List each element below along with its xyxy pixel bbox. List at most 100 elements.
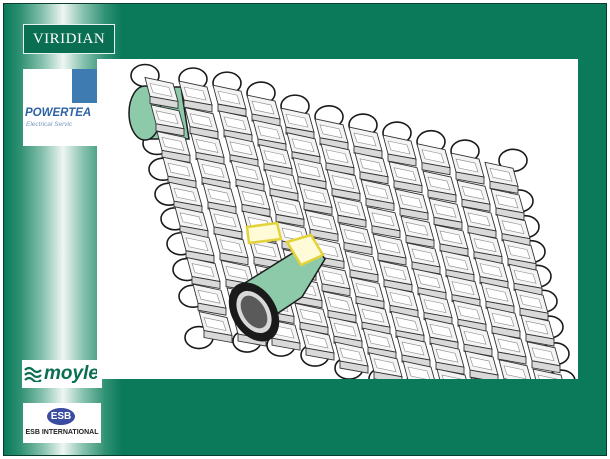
concrete-block	[287, 133, 320, 164]
wave-icon	[24, 366, 42, 382]
concrete-block	[349, 127, 382, 158]
viridian-logo-text: VIRIDIAN	[33, 31, 105, 48]
concrete-block	[163, 157, 196, 188]
concrete-block	[345, 251, 378, 282]
concrete-block	[447, 276, 480, 307]
concrete-block	[315, 119, 348, 150]
concrete-block	[521, 315, 554, 346]
powerteam-logo: POWERTEA Electrical Servic	[23, 69, 101, 146]
viridian-logo: VIRIDIAN	[23, 24, 115, 54]
concrete-block	[199, 312, 232, 343]
esb-logo-mark: ESB	[47, 408, 75, 425]
concrete-block	[357, 303, 390, 334]
concrete-block	[397, 336, 430, 367]
concrete-block	[419, 294, 452, 325]
concrete-block	[453, 300, 486, 331]
concrete-block	[213, 85, 246, 116]
concrete-block	[401, 216, 434, 247]
concrete-block	[281, 108, 314, 139]
concrete-mattress-illustration	[97, 59, 578, 379]
concrete-block	[491, 189, 524, 220]
concrete-block	[179, 81, 212, 112]
concrete-block	[323, 291, 356, 322]
concrete-block	[327, 170, 360, 201]
concrete-block	[185, 108, 218, 139]
concrete-block	[441, 251, 474, 282]
concrete-block	[391, 311, 424, 342]
concrete-block	[361, 180, 394, 211]
concrete-block	[203, 183, 236, 214]
concrete-block	[417, 144, 450, 175]
esb-logo-text: ESB INTERNATIONAL	[23, 429, 101, 436]
concrete-block	[431, 343, 464, 374]
concrete-block	[369, 353, 402, 379]
concrete-block	[145, 77, 178, 108]
concrete-block	[379, 261, 412, 292]
concrete-block	[475, 258, 508, 289]
concrete-block	[317, 265, 350, 296]
concrete-block	[423, 171, 456, 202]
concrete-block	[485, 162, 518, 193]
powerteam-logo-name: POWERTEA	[25, 107, 91, 119]
concrete-block	[457, 180, 490, 211]
concrete-block	[209, 208, 242, 239]
concrete-block	[429, 198, 462, 229]
concrete-block	[339, 224, 372, 255]
concrete-block	[435, 225, 468, 256]
concrete-block	[295, 303, 328, 334]
concrete-block	[499, 360, 532, 379]
concrete-block	[487, 307, 520, 338]
concrete-block	[247, 95, 280, 126]
concrete-block	[197, 158, 230, 189]
concrete-block	[181, 232, 214, 263]
concrete-block	[509, 264, 542, 295]
concrete-block	[259, 145, 292, 176]
concrete-block	[271, 195, 304, 226]
concrete-block	[301, 329, 334, 360]
concrete-block	[187, 258, 220, 289]
concrete-block	[367, 207, 400, 238]
concrete-block	[395, 189, 428, 220]
concrete-block	[469, 233, 502, 264]
concrete-block	[497, 215, 530, 246]
concrete-block	[321, 144, 354, 175]
concrete-block	[373, 234, 406, 265]
concrete-block	[231, 160, 264, 191]
concrete-block	[351, 277, 384, 308]
concrete-block	[253, 120, 286, 151]
concrete-block	[503, 240, 536, 271]
concrete-block	[237, 185, 270, 216]
concrete-block	[265, 170, 298, 201]
concrete-block	[329, 317, 362, 348]
concrete-block	[333, 196, 366, 227]
concrete-block	[389, 162, 422, 193]
esb-international-logo: ESB ESB INTERNATIONAL	[23, 403, 101, 443]
concrete-block	[425, 318, 458, 349]
concrete-block	[451, 153, 484, 184]
concrete-block	[407, 243, 440, 274]
powerteam-logo-subtitle: Electrical Servic	[26, 121, 72, 128]
moyle-logo: moyle	[22, 360, 102, 388]
concrete-block	[355, 153, 388, 184]
concrete-block	[363, 328, 396, 359]
concrete-block	[169, 182, 202, 213]
concrete-block	[493, 333, 526, 364]
moyle-logo-text: moyle	[44, 363, 99, 385]
concrete-block	[299, 183, 332, 214]
concrete-block	[463, 207, 496, 238]
mattress-drawing	[97, 59, 578, 379]
slide: VIRIDIAN POWERTEA Electrical Servic moyl…	[3, 3, 607, 456]
concrete-block	[465, 351, 498, 379]
concrete-block	[481, 282, 514, 313]
concrete-block	[191, 133, 224, 164]
concrete-block	[335, 342, 368, 373]
concrete-block	[413, 269, 446, 300]
concrete-block	[219, 111, 252, 142]
concrete-block	[215, 234, 248, 265]
concrete-block	[385, 286, 418, 317]
concrete-block	[383, 135, 416, 166]
concrete-block	[515, 289, 548, 320]
concrete-block	[175, 207, 208, 238]
concrete-block	[527, 342, 560, 373]
concrete-block	[459, 325, 492, 356]
